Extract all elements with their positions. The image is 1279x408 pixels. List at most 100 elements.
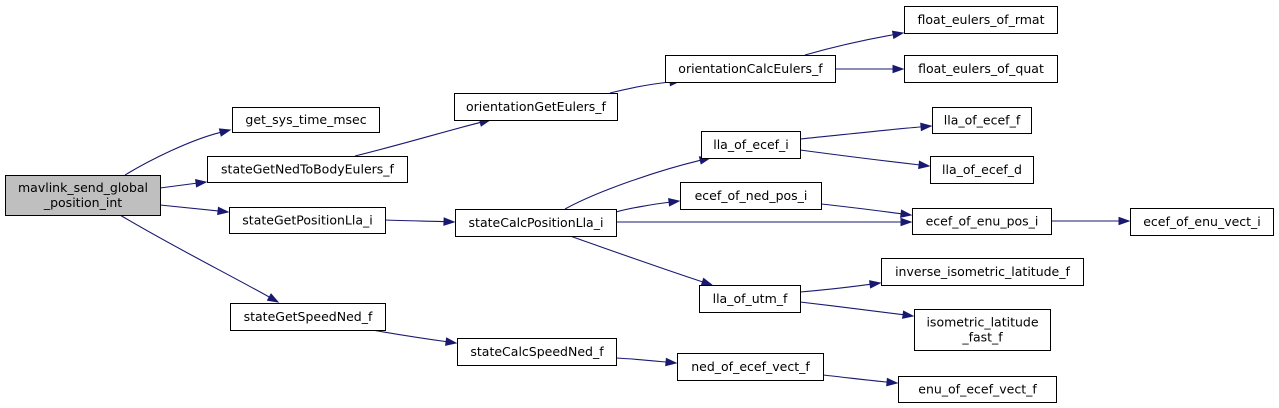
- node-stateGetPositionLla_i[interactable]: stateGetPositionLla_i: [229, 207, 386, 234]
- node-label: get_sys_time_msec: [245, 112, 366, 127]
- node-lla_of_ecef_i[interactable]: lla_of_ecef_i: [701, 131, 801, 159]
- node-box: [898, 376, 1057, 403]
- arrowhead: [891, 30, 905, 40]
- arrowhead: [892, 64, 905, 74]
- node-box: [881, 258, 1084, 286]
- edge-stateCalcPositionLla_i-to-lla_of_utm_f: [569, 235, 714, 286]
- node-stateGetNedToBodyEulers_f[interactable]: stateGetNedToBodyEulers_f: [207, 156, 408, 183]
- node-lla_of_utm_f[interactable]: lla_of_utm_f: [699, 285, 801, 313]
- edge-lla_of_ecef_i-to-lla_of_ecef_f: [799, 122, 933, 140]
- node-lla_of_ecef_d[interactable]: lla_of_ecef_d: [930, 156, 1034, 184]
- node-box: [914, 309, 1051, 351]
- edge-line: [159, 182, 197, 189]
- arrowhead: [902, 310, 915, 319]
- edge-mavlink_send_global_position_int-to-stateGetPositionLla_i: [159, 204, 230, 216]
- edge-lla_of_utm_f-to-inverse_isometric_latitude_f: [799, 280, 882, 293]
- node-isometric_latitude_fast_f[interactable]: isometric_latitude_fast_f: [914, 309, 1051, 351]
- edge-line: [804, 34, 894, 56]
- node-box: [454, 93, 618, 121]
- node-inverse_isometric_latitude_f[interactable]: inverse_isometric_latitude_f: [881, 258, 1084, 286]
- node-label: ned_of_ecef_vect_f: [691, 359, 810, 374]
- arrowhead: [886, 377, 899, 387]
- node-label: _position_int: [43, 195, 122, 210]
- edge-line: [799, 283, 871, 293]
- arrowhead: [920, 122, 933, 132]
- edge-line: [615, 357, 667, 363]
- edge-ned_of_ecef_vect_f-to-enu_of_ecef_vect_f: [822, 374, 899, 387]
- node-box: [1130, 208, 1274, 236]
- edge-line: [609, 81, 671, 94]
- edge-line: [564, 159, 701, 210]
- call-graph-nodes: mavlink_send_global_position_int get_sys_…: [5, 6, 1274, 403]
- node-label: lla_of_ecef_i: [713, 137, 789, 152]
- node-stateCalcSpeedNed_f[interactable]: stateCalcSpeedNed_f: [457, 338, 617, 366]
- node-box: [912, 208, 1052, 235]
- node-orientationGetEulers_f[interactable]: orientationGetEulers_f: [454, 93, 618, 121]
- node-label: stateGetPositionLla_i: [242, 213, 372, 228]
- node-label: lla_of_utm_f: [713, 291, 788, 306]
- node-ecef_of_enu_pos_i[interactable]: ecef_of_enu_pos_i: [912, 208, 1052, 235]
- node-float_eulers_of_rmat[interactable]: float_eulers_of_rmat: [904, 6, 1058, 34]
- node-box: [904, 6, 1058, 34]
- arrowhead: [443, 217, 456, 226]
- node-ecef_of_ned_pos_i[interactable]: ecef_of_ned_pos_i: [680, 182, 822, 210]
- call-graph-edges: [119, 30, 1131, 387]
- node-box: [680, 182, 822, 210]
- edge-lla_of_ecef_i-to-lla_of_ecef_d: [799, 149, 931, 170]
- edge-mavlink_send_global_position_int-to-stateGetNedToBodyEulers_f: [159, 179, 208, 189]
- edge-line: [615, 201, 670, 213]
- node-label: ecef_of_enu_pos_i: [926, 214, 1039, 229]
- edge-line: [799, 301, 904, 316]
- arrowhead: [195, 179, 208, 188]
- arrowhead: [900, 209, 913, 218]
- node-label: isometric_latitude: [926, 315, 1038, 330]
- node-float_eulers_of_quat[interactable]: float_eulers_of_quat: [904, 55, 1058, 83]
- node-label: orientationCalcEulers_f: [678, 61, 823, 76]
- node-get_sys_time_msec[interactable]: get_sys_time_msec: [232, 107, 380, 133]
- edge-stateCalcPositionLla_i-to-ecef_of_enu_pos_i: [616, 217, 913, 227]
- edge-line: [799, 126, 922, 140]
- node-label: float_eulers_of_quat: [918, 61, 1044, 76]
- node-ecef_of_enu_vect_i[interactable]: ecef_of_enu_vect_i: [1130, 208, 1274, 236]
- arrowhead: [700, 277, 714, 286]
- node-box: [677, 353, 824, 381]
- node-box: [701, 131, 801, 159]
- node-label: stateGetNedToBodyEulers_f: [221, 162, 395, 177]
- edge-line: [799, 149, 920, 166]
- node-stateGetSpeedNed_f[interactable]: stateGetSpeedNed_f: [230, 303, 386, 331]
- arrowhead: [217, 206, 230, 216]
- edge-stateGetPositionLla_i-to-stateCalcPositionLla_i: [384, 217, 456, 226]
- edge-line: [119, 214, 270, 298]
- edge-line: [124, 131, 221, 176]
- arrowhead: [1118, 216, 1131, 226]
- node-enu_of_ecef_vect_f[interactable]: enu_of_ecef_vect_f: [898, 376, 1057, 403]
- node-label: stateCalcSpeedNed_f: [470, 344, 604, 359]
- edge-stateCalcSpeedNed_f-to-ned_of_ecef_vect_f: [615, 357, 678, 367]
- node-box: [699, 285, 801, 313]
- node-label: stateGetSpeedNed_f: [244, 309, 373, 324]
- node-label: mavlink_send_global: [18, 180, 148, 195]
- edge-lla_of_utm_f-to-isometric_latitude_fast_f: [799, 301, 915, 319]
- node-box: [932, 107, 1032, 134]
- node-box: [457, 338, 617, 366]
- node-box: [229, 207, 386, 234]
- node-mavlink_send_global_position_int[interactable]: mavlink_send_global_position_int: [5, 175, 161, 216]
- node-label: orientationGetEulers_f: [466, 99, 607, 114]
- node-box: [904, 55, 1058, 83]
- edge-line: [384, 219, 445, 223]
- node-orientationCalcEulers_f[interactable]: orientationCalcEulers_f: [665, 55, 836, 83]
- edge-stateGetSpeedNed_f-to-stateCalcSpeedNed_f: [371, 329, 458, 346]
- node-stateCalcPositionLla_i[interactable]: stateCalcPositionLla_i: [455, 209, 617, 237]
- node-ned_of_ecef_vect_f[interactable]: ned_of_ecef_vect_f: [677, 353, 824, 381]
- edge-line: [822, 374, 888, 383]
- node-box: [665, 55, 836, 83]
- arrowhead: [266, 293, 280, 303]
- arrowhead: [869, 280, 882, 289]
- edge-ecef_of_enu_pos_i-to-ecef_of_enu_vect_i: [1051, 216, 1131, 226]
- edge-mavlink_send_global_position_int-to-stateGetSpeedNed_f: [119, 214, 280, 303]
- node-box: [207, 156, 408, 183]
- node-label: inverse_isometric_latitude_f: [895, 264, 1070, 279]
- node-label: float_eulers_of_rmat: [918, 12, 1045, 27]
- node-lla_of_ecef_f[interactable]: lla_of_ecef_f: [932, 107, 1032, 134]
